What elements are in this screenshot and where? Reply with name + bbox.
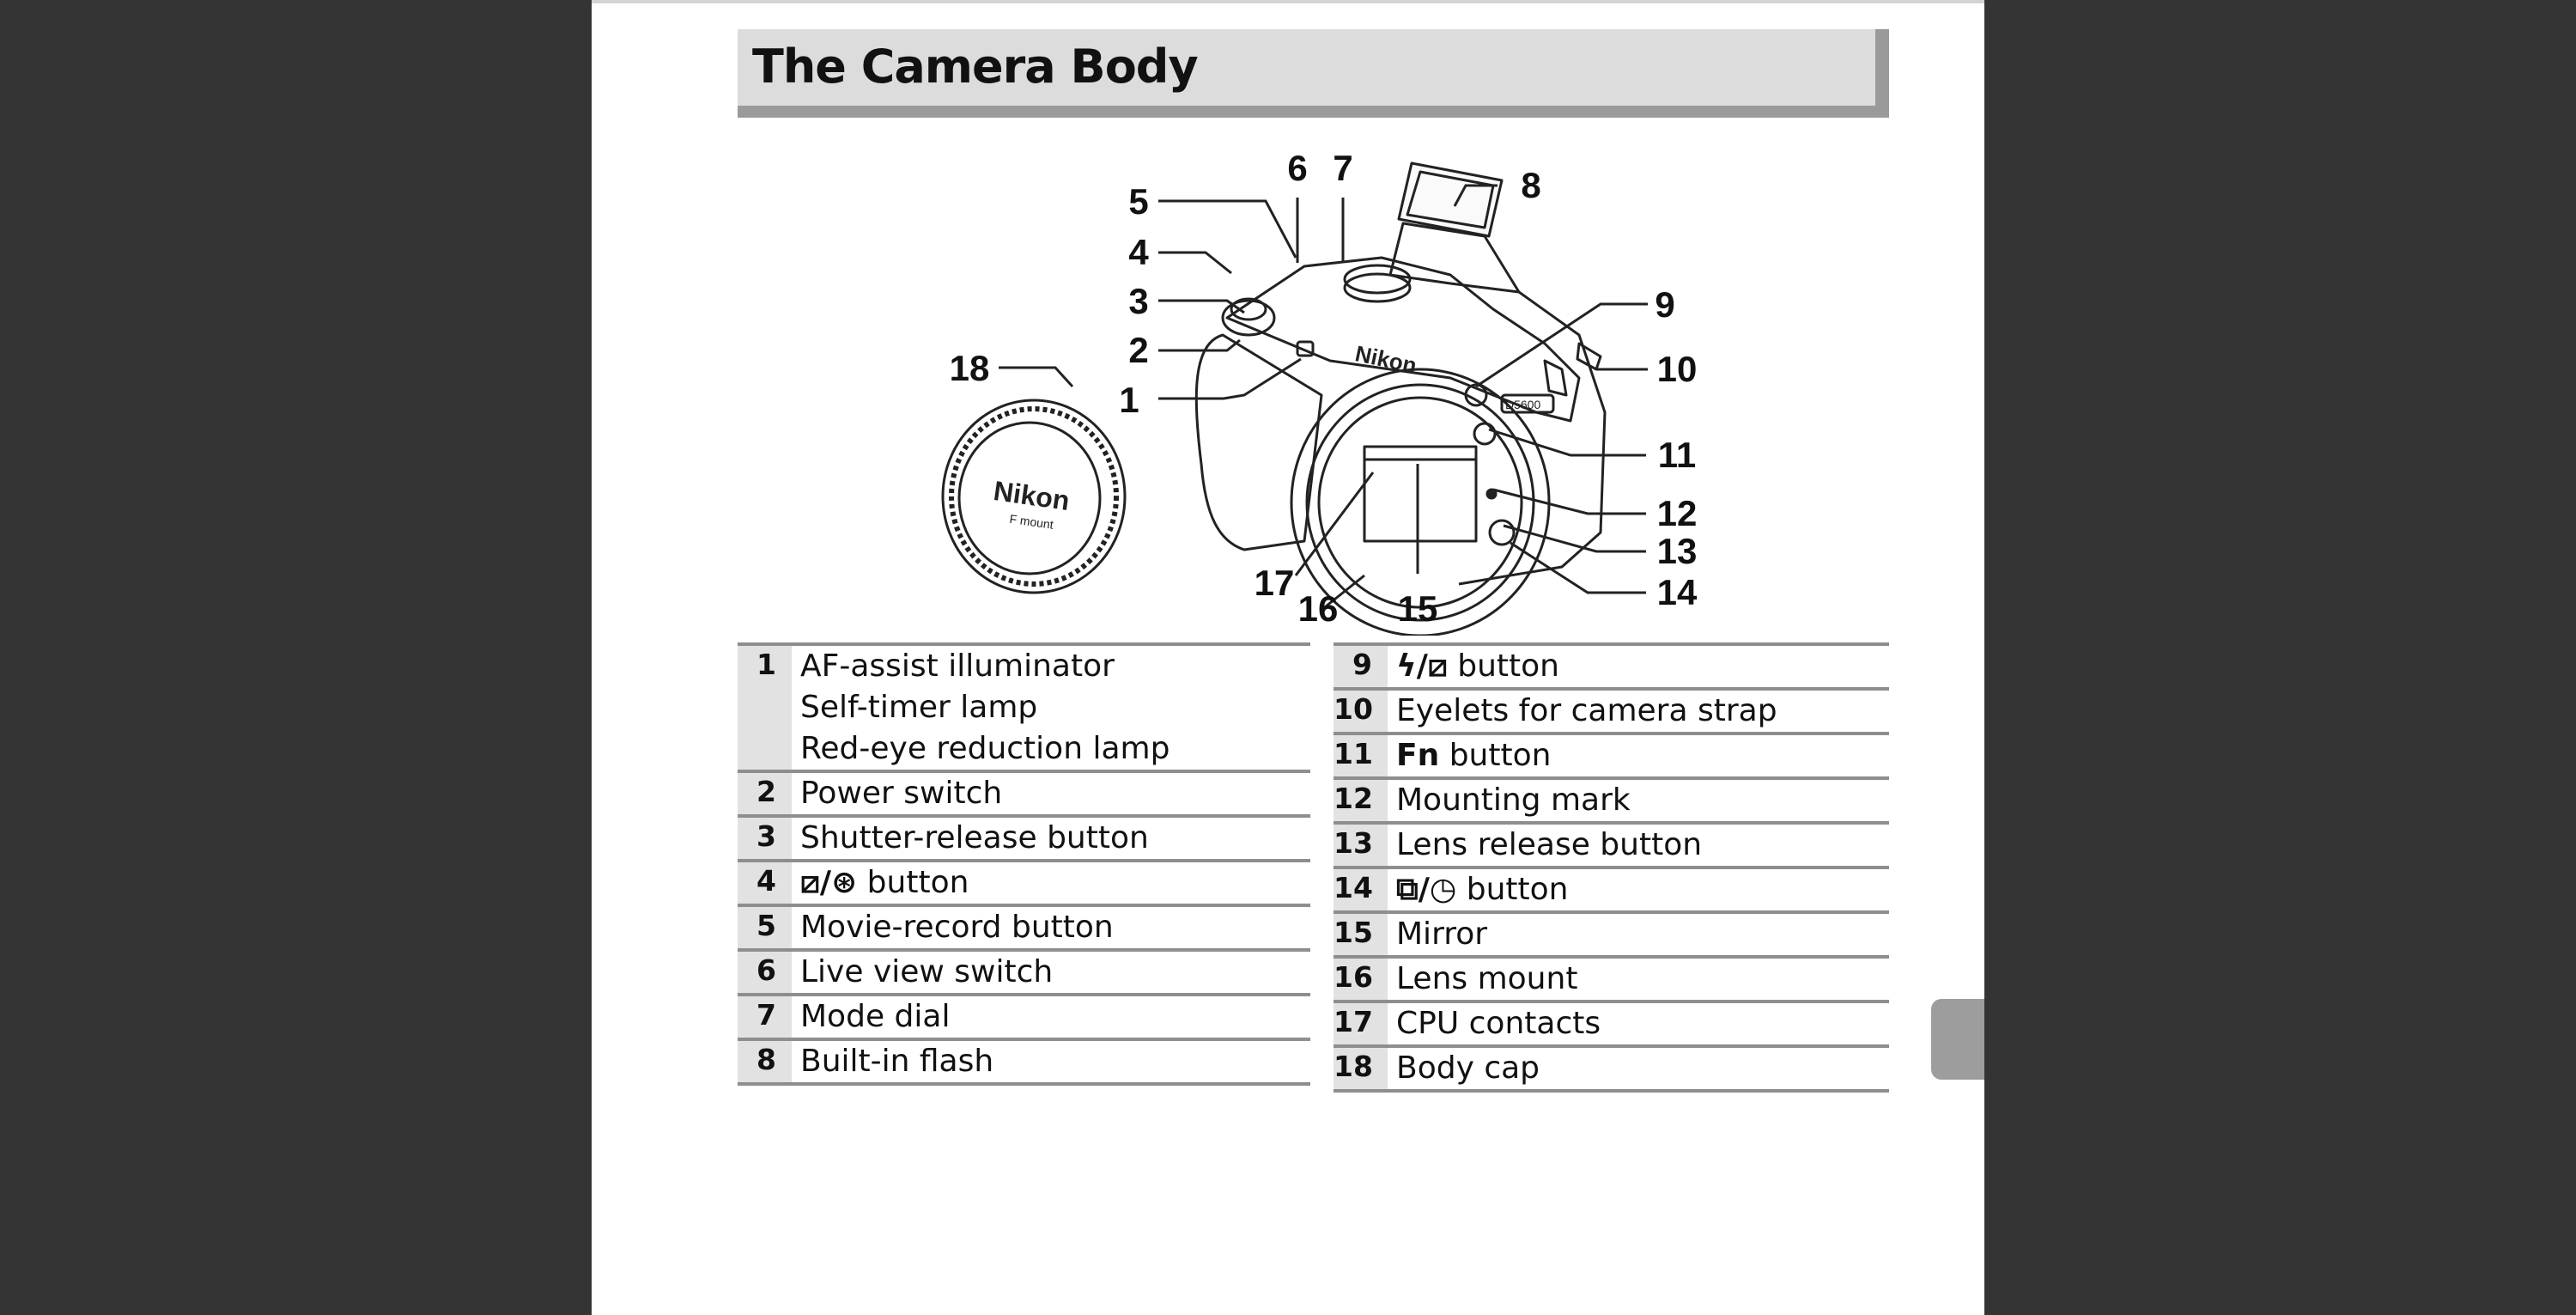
part-number: 6 — [738, 952, 792, 993]
table-row: 17 CPU contacts — [1334, 1000, 1889, 1044]
table-row: 1 AF-assist illuminator Self-timer lamp … — [738, 642, 1310, 770]
part-number: 14 — [1334, 869, 1388, 910]
callout-leader-lines — [999, 184, 1648, 612]
callout-14: 14 — [1657, 572, 1698, 612]
page-title: The Camera Body — [752, 40, 1199, 94]
table-row: 9 ϟ/⧄ button — [1334, 642, 1889, 687]
table-row: 11 Fn button — [1334, 732, 1889, 776]
part-label: Live view switch — [800, 954, 1054, 989]
callout-numbers: 1 2 3 4 5 6 7 8 9 10 11 12 13 14 15 16 1… — [950, 148, 1698, 629]
table-row: 13 Lens release button — [1334, 821, 1889, 866]
part-label: Power switch — [800, 776, 1003, 811]
table-row: 5 Movie-record button — [738, 904, 1310, 948]
callout-11: 11 — [1658, 435, 1696, 475]
part-number: 12 — [1334, 780, 1388, 821]
table-row: 16 Lens mount — [1334, 955, 1889, 1000]
part-number: 10 — [1334, 691, 1388, 732]
callout-1: 1 — [1119, 380, 1139, 420]
part-number: 15 — [1334, 914, 1388, 955]
callout-5: 5 — [1128, 181, 1148, 222]
callout-9: 9 — [1655, 284, 1674, 325]
part-label: AF-assist illuminator Self-timer lamp Re… — [800, 648, 1170, 766]
callout-10: 10 — [1657, 349, 1698, 389]
document-page: The Camera Body Nikon F mount — [592, 0, 1984, 1315]
callout-8: 8 — [1521, 165, 1540, 205]
callout-4: 4 — [1128, 232, 1149, 272]
part-number: 5 — [738, 907, 792, 948]
part-number: 1 — [738, 646, 792, 770]
part-label: Built-in flash — [800, 1044, 994, 1079]
part-label: ⧉/◷ button — [1396, 872, 1569, 907]
callout-16: 16 — [1298, 588, 1339, 629]
table-row: 7 Mode dial — [738, 993, 1310, 1038]
part-label: Body cap — [1396, 1050, 1540, 1086]
part-label: Movie-record button — [800, 910, 1114, 945]
title-bar-shadow-right — [1875, 29, 1889, 118]
exposure-compensation-aperture-icon: ⧄/⊛ — [800, 865, 858, 900]
part-label: Mirror — [1396, 916, 1488, 952]
part-number: 7 — [738, 996, 792, 1038]
part-label: CPU contacts — [1396, 1006, 1601, 1041]
part-label: Shutter-release button — [800, 820, 1149, 855]
part-label: Lens release button — [1396, 827, 1703, 862]
page-side-tab[interactable] — [1931, 999, 1984, 1080]
callout-17: 17 — [1255, 563, 1295, 603]
part-number: 18 — [1334, 1048, 1388, 1089]
body-cap-mount-text: F mount — [1009, 512, 1054, 532]
callout-3: 3 — [1128, 281, 1148, 321]
release-mode-self-timer-icon: ⧉/◷ — [1396, 872, 1457, 907]
part-number: 16 — [1334, 959, 1388, 1000]
part-label: ϟ/⧄ button — [1396, 648, 1559, 684]
table-row: 2 Power switch — [738, 770, 1310, 814]
callout-2: 2 — [1128, 330, 1148, 370]
parts-table-left: 1 AF-assist illuminator Self-timer lamp … — [738, 642, 1310, 1086]
section-title-bar: The Camera Body — [738, 29, 1889, 118]
table-row: 6 Live view switch — [738, 948, 1310, 993]
camera-model-text: D5600 — [1505, 398, 1540, 411]
callout-18: 18 — [950, 348, 990, 388]
part-label: Mounting mark — [1396, 782, 1631, 818]
flash-mode-icon: ϟ/⧄ — [1396, 648, 1448, 684]
table-row: 12 Mounting mark — [1334, 776, 1889, 821]
part-number: 13 — [1334, 825, 1388, 866]
body-cap-brand-text: Nikon — [992, 475, 1072, 516]
part-label: Lens mount — [1396, 961, 1578, 996]
callout-6: 6 — [1287, 148, 1307, 188]
part-number: 3 — [738, 818, 792, 859]
table-row: 15 Mirror — [1334, 910, 1889, 955]
camera-body-diagram: Nikon F mount — [941, 148, 1698, 636]
page-top-edge — [592, 0, 1984, 3]
title-bar-shadow-bottom — [738, 106, 1889, 118]
part-label: Fn button — [1396, 738, 1552, 773]
part-label: Mode dial — [800, 999, 951, 1034]
part-number: 2 — [738, 773, 792, 814]
callout-12: 12 — [1657, 493, 1698, 533]
table-row: 8 Built-in flash — [738, 1038, 1310, 1086]
part-number: 11 — [1334, 735, 1388, 776]
body-cap-illustration — [941, 399, 1127, 594]
part-number: 4 — [738, 862, 792, 904]
table-row: 3 Shutter-release button — [738, 814, 1310, 859]
callout-15: 15 — [1398, 588, 1438, 629]
fn-icon: Fn — [1396, 738, 1440, 773]
part-number: 8 — [738, 1041, 792, 1082]
parts-table-right: 9 ϟ/⧄ button 10 Eyelets for camera strap… — [1334, 642, 1889, 1093]
part-label: Eyelets for camera strap — [1396, 693, 1777, 728]
part-label: ⧄/⊛ button — [800, 865, 969, 900]
callout-7: 7 — [1333, 148, 1352, 188]
table-row: 14 ⧉/◷ button — [1334, 866, 1889, 910]
table-row: 10 Eyelets for camera strap — [1334, 687, 1889, 732]
table-row: 4 ⧄/⊛ button — [738, 859, 1310, 904]
part-number: 17 — [1334, 1003, 1388, 1044]
callout-13: 13 — [1657, 531, 1698, 571]
part-number: 9 — [1334, 646, 1388, 687]
table-row: 18 Body cap — [1334, 1044, 1889, 1093]
